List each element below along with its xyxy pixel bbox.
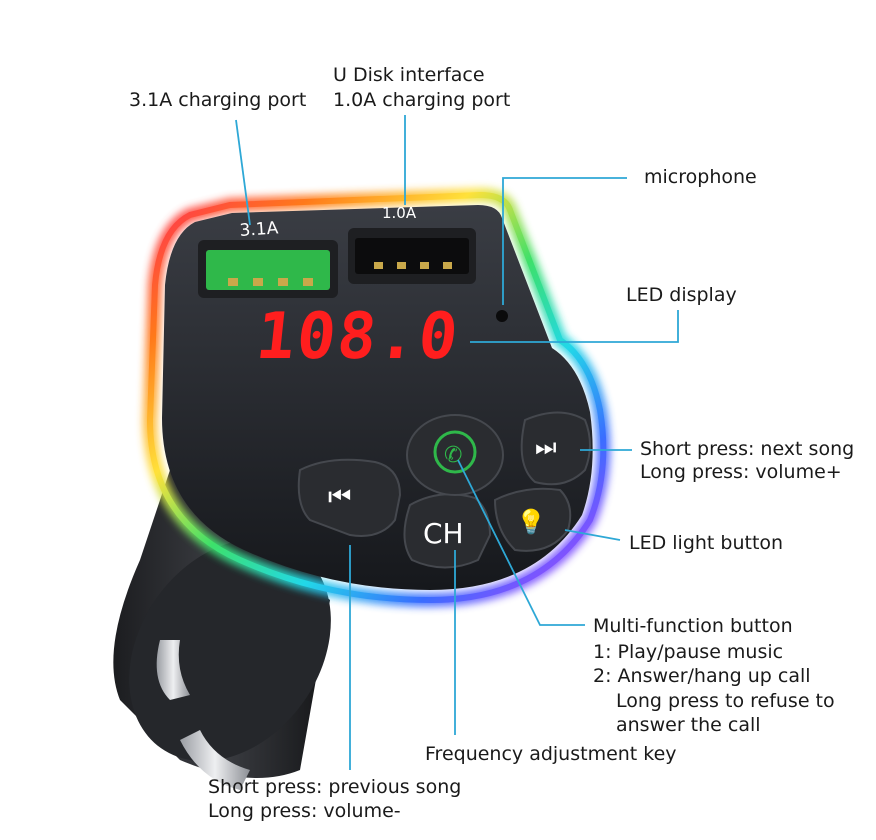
prev-song-button[interactable]: ⏮ [297, 458, 402, 537]
phone-icon: ✆ [444, 443, 462, 468]
lightbulb-icon: 💡 [516, 508, 546, 536]
label-3-1a-charging-port: 3.1A charging port [129, 89, 307, 111]
prev-icon: ⏮ [328, 482, 351, 512]
microphone-hole [496, 310, 508, 322]
ch-button[interactable]: CH [403, 493, 492, 569]
label-next-long-press: Long press: volume+ [640, 461, 842, 483]
label-multi-function-1: 1: Play/pause music [593, 641, 784, 663]
label-multi-function-2: 2: Answer/hang up call [593, 665, 811, 687]
port-marking-1-0a: 1.0A [382, 204, 417, 222]
label-multi-function-3: Long press to refuse to [616, 690, 835, 712]
label-prev-short-press: Short press: previous song [208, 776, 462, 798]
next-song-button[interactable]: ⏭ [520, 411, 591, 486]
multi-function-button[interactable]: ✆ [406, 414, 504, 496]
label-1-0a-charging-port: 1.0A charging port [333, 89, 511, 111]
led-display-readout: 108.0 [253, 299, 463, 374]
label-led-light-button: LED light button [629, 532, 784, 554]
label-frequency-adjustment: Frequency adjustment key [425, 743, 677, 765]
port-marking-3-1a: 3.1A [239, 218, 279, 241]
label-u-disk-interface: U Disk interface [333, 64, 485, 86]
usb-port-3-1a [198, 240, 338, 298]
label-led-display: LED display [626, 284, 737, 306]
leader-lines [235, 115, 679, 770]
car-plug [113, 470, 331, 790]
usb-port-1-0a [348, 228, 476, 284]
label-prev-long-press: Long press: volume- [208, 800, 401, 822]
device-body [142, 187, 611, 608]
led-light-button[interactable]: 💡 [493, 487, 572, 552]
label-next-short-press: Short press: next song [640, 438, 855, 460]
ch-label: CH [423, 517, 464, 550]
label-multi-function-title: Multi-function button [593, 615, 793, 637]
next-icon: ⏭ [535, 433, 557, 461]
label-multi-function-4: answer the call [616, 714, 761, 736]
label-microphone: microphone [644, 166, 757, 188]
